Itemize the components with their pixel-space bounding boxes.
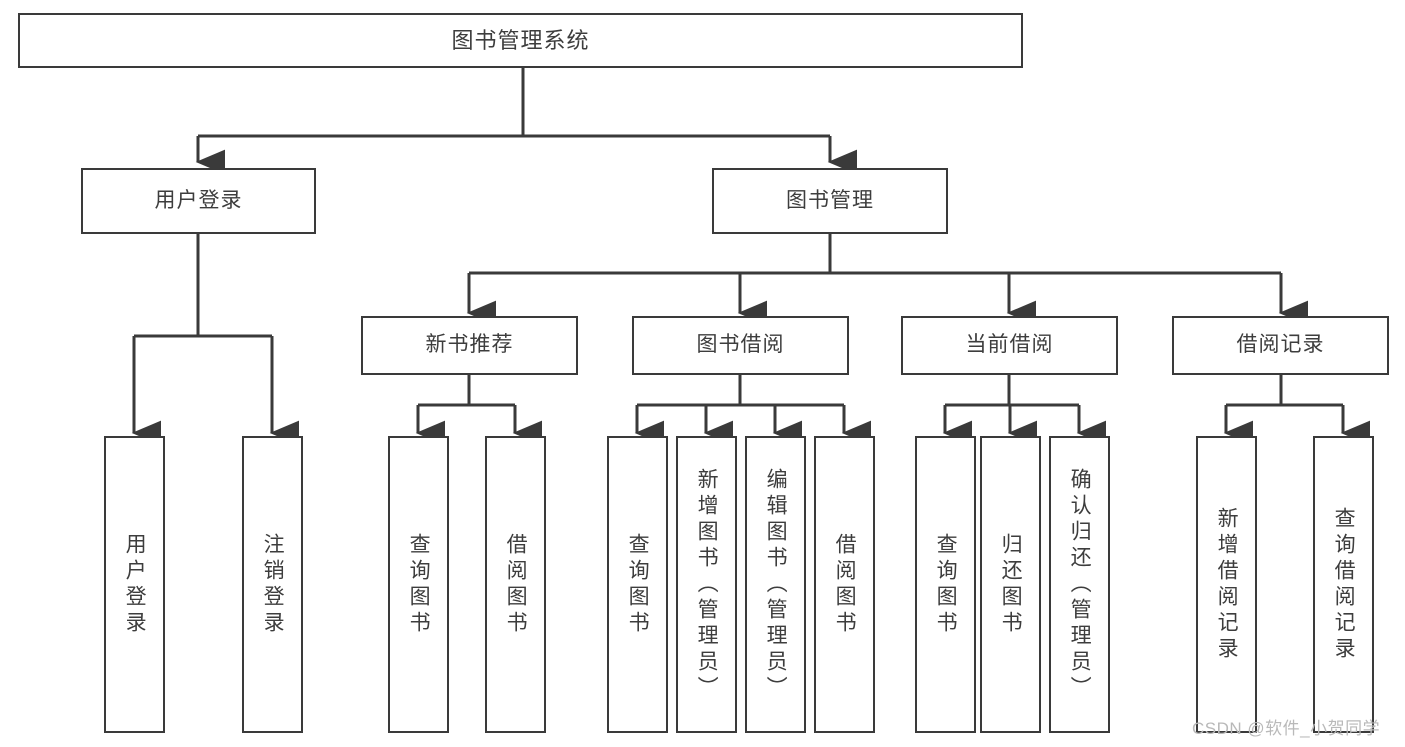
leaf-current-confirm-return-admin[interactable]: 确认归还（管理员） [1049,436,1110,733]
node-borrow-record[interactable]: 借阅记录 [1172,316,1389,375]
leaf-recommend-query-book[interactable]: 查询图书 [388,436,449,733]
node-user-login[interactable]: 用户登录 [81,168,316,234]
node-book-borrow[interactable]: 图书借阅 [632,316,849,375]
leaf-borrow-query-book[interactable]: 查询图书 [607,436,668,733]
node-current-borrow[interactable]: 当前借阅 [901,316,1118,375]
node-book-management[interactable]: 图书管理 [712,168,948,234]
leaf-borrow-add-book-admin[interactable]: 新增图书（管理员） [676,436,737,733]
node-new-book-recommend[interactable]: 新书推荐 [361,316,578,375]
leaf-current-return-book[interactable]: 归还图书 [980,436,1041,733]
leaf-borrow-edit-book-admin[interactable]: 编辑图书（管理员） [745,436,806,733]
leaf-record-query-record[interactable]: 查询借阅记录 [1313,436,1374,733]
leaf-recommend-borrow-book[interactable]: 借阅图书 [485,436,546,733]
leaf-current-query-book[interactable]: 查询图书 [915,436,976,733]
node-root-system[interactable]: 图书管理系统 [18,13,1023,68]
leaf-user-login-signout[interactable]: 注销登录 [242,436,303,733]
csdn-watermark: CSDN @软件_小贺同学 [1192,719,1381,738]
leaf-borrow-borrow-book[interactable]: 借阅图书 [814,436,875,733]
leaf-record-add-record[interactable]: 新增借阅记录 [1196,436,1257,733]
leaf-user-login-signin[interactable]: 用户登录 [104,436,165,733]
